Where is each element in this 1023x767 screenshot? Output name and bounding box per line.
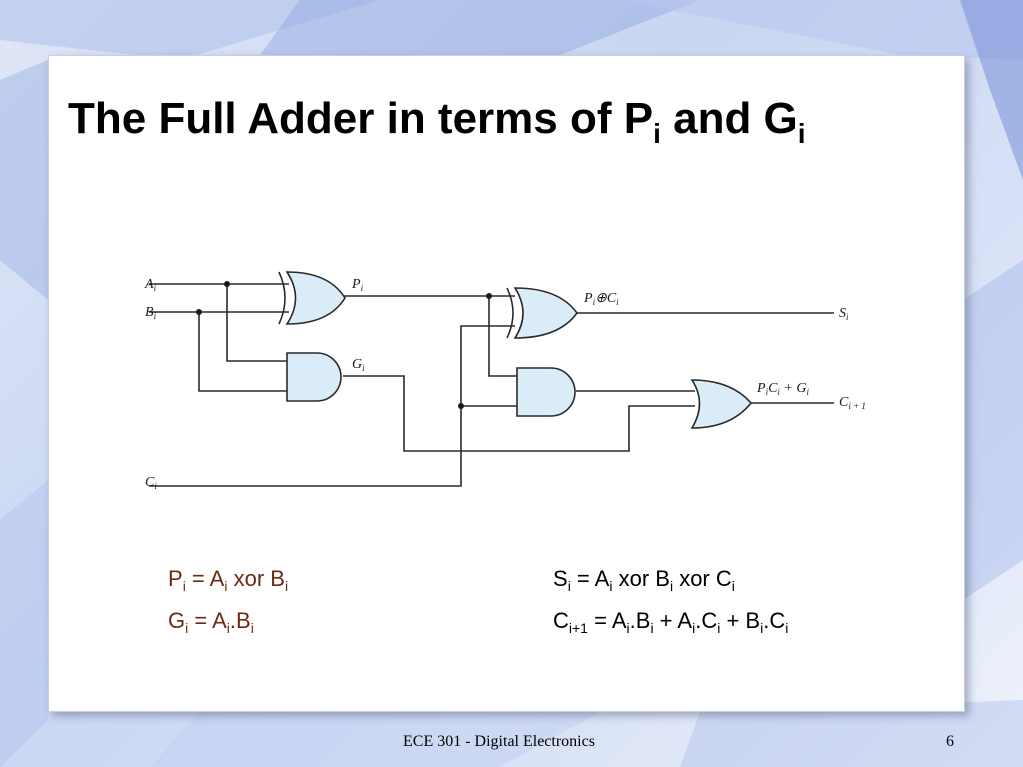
- label-cout: Ci + 1: [839, 395, 866, 411]
- wire-c: [149, 405, 517, 487]
- wire-a-to-and: [226, 284, 287, 362]
- label-p-xor-c: Pi⊕Ci: [583, 291, 619, 307]
- junction-p: [486, 293, 492, 299]
- junction-a: [224, 281, 230, 287]
- label-a: Ai: [144, 277, 157, 293]
- and-gate-2: [516, 367, 576, 417]
- junction-b: [196, 309, 202, 315]
- equation-p: Pi = Ai xor Bi: [168, 566, 289, 594]
- wire-b-to-and: [198, 312, 287, 392]
- wire-p-to-and2: [488, 296, 517, 377]
- footer-page-number: 6: [946, 733, 954, 750]
- label-g: Gi: [352, 357, 365, 373]
- label-p: Pi: [351, 277, 364, 293]
- junction-c: [458, 403, 464, 409]
- equation-s: Si = Ai xor Bi xor Ci: [553, 566, 735, 594]
- slide-title: The Full Adder in terms of Pi and Gi: [68, 94, 806, 149]
- wire-g: [343, 375, 695, 452]
- equation-cout: Ci+1 = Ai.Bi + Ai.Ci + Bi.Ci: [553, 608, 789, 636]
- label-c: Ci: [145, 475, 157, 491]
- or-gate: [690, 379, 753, 429]
- wire-c-to-xor2: [460, 325, 515, 406]
- label-b: Bi: [145, 305, 157, 321]
- footer-course: ECE 301 - Digital Electronics: [403, 733, 595, 750]
- equation-g: Gi = Ai.Bi: [168, 608, 254, 636]
- label-pc-plus-g: PiCi + Gi: [756, 381, 810, 397]
- xor-gate-2: [506, 287, 578, 339]
- label-s: Si: [839, 306, 849, 322]
- and-gate-1: [286, 352, 342, 402]
- xor-gate-1: [278, 271, 346, 325]
- full-adder-circuit-diagram: Ai Bi Ci Pi Gi Pi⊕Ci Si PiCi + Gi Ci + 1: [119, 258, 904, 516]
